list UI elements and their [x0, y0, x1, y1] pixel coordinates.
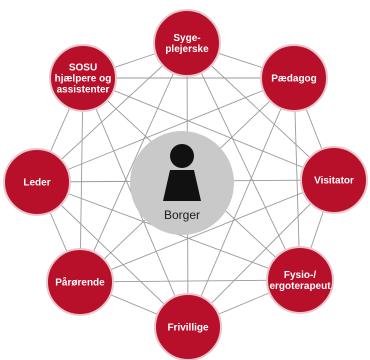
role-node-sygeplejerske: Syge-plejerske [153, 9, 221, 77]
connection-line [186, 42, 301, 281]
role-label: assistenter [57, 85, 110, 96]
connection-line [36, 181, 189, 328]
role-circle [154, 293, 222, 360]
role-label: hjælpere og [55, 74, 112, 85]
role-circle [300, 146, 368, 214]
role-node-frivillige: Frivillige [154, 293, 222, 360]
role-circle [266, 246, 334, 314]
role-circle [3, 148, 71, 216]
connection-line [187, 77, 295, 328]
connection-line [36, 77, 295, 183]
center-label: Borger [164, 208, 200, 222]
role-label: plejerske [165, 44, 209, 55]
role-label: Pædagog [271, 74, 317, 85]
role-node-paedagog: Pædagog [260, 44, 328, 112]
role-node-visitator: Visitator [300, 146, 368, 214]
role-label: Syge- [173, 33, 200, 44]
connection-line [82, 77, 335, 181]
role-node-leder: Leder [3, 148, 71, 216]
connection-line [187, 179, 335, 328]
role-label: SOSU [69, 63, 97, 74]
role-circle [46, 248, 114, 316]
role-label: Leder [23, 178, 50, 189]
role-nodes: Syge-plejerskePædagogVisitatorFysio-/erg… [3, 9, 368, 360]
connection-line [36, 42, 188, 183]
role-label: Visitator [314, 176, 354, 187]
connection-line [79, 77, 84, 283]
role-circle [49, 44, 117, 112]
role-label: Frivillige [167, 323, 209, 334]
connection-line [79, 279, 301, 283]
person-icon [163, 144, 201, 201]
connection-line [79, 42, 188, 283]
role-circle [153, 9, 221, 77]
role-label: Fysio-/ [284, 270, 316, 281]
connection-line [79, 179, 335, 283]
role-label: Pårørende [55, 277, 105, 289]
center-node-borger: Borger [130, 131, 234, 235]
role-node-paarorende: Pårørende [46, 248, 114, 316]
role-node-fysio-ergoterapeut: Fysio-/ergoterapeut [266, 246, 334, 314]
role-circle [260, 44, 328, 112]
role-label: ergoterapeut [269, 281, 331, 292]
